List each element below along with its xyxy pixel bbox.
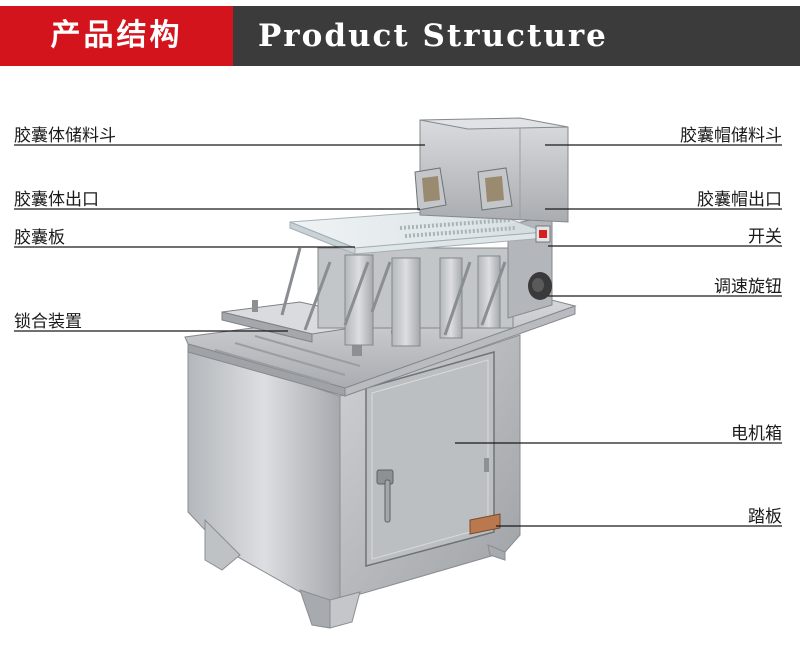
label-cap-outlet: 胶囊帽出口 (697, 190, 782, 210)
title-cn: 产品结构 (50, 18, 183, 53)
switch-panel (535, 225, 551, 243)
speed-knob-icon (528, 272, 552, 300)
door-handle-icon (376, 469, 394, 523)
label-motor-box: 电机箱 (731, 424, 782, 444)
label-speed-knob: 调速旋钮 (714, 277, 782, 297)
header-banner: 产品结构 Product Structure (0, 0, 800, 70)
leader-lines (14, 144, 782, 527)
hopper-assembly (414, 117, 569, 223)
label-pedal: 踏板 (748, 507, 782, 527)
motor-box-door (365, 351, 495, 567)
machine-illustration (14, 117, 782, 629)
label-body-hopper: 胶囊体储料斗 (14, 126, 116, 146)
banner-dark-block (233, 6, 800, 66)
title-en: Product Structure (258, 18, 608, 54)
label-locking-device: 锁合装置 (14, 312, 82, 332)
label-switch: 开关 (748, 227, 782, 247)
banner-red-block (0, 6, 233, 66)
pedal (469, 513, 501, 535)
label-cap-hopper: 胶囊帽储料斗 (680, 126, 782, 146)
cabinet (187, 334, 521, 629)
label-body-outlet: 胶囊体出口 (14, 190, 99, 210)
machine-body (280, 214, 553, 347)
label-capsule-plate: 胶囊板 (14, 228, 65, 248)
